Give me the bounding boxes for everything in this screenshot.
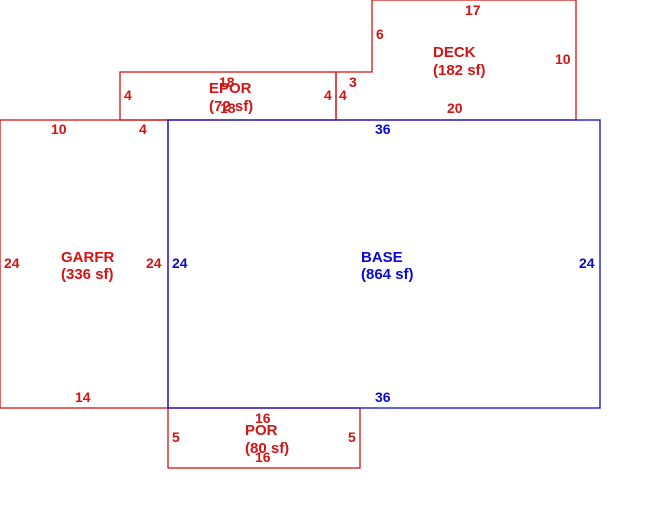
- por-area: (80 sf): [245, 440, 289, 457]
- deck-name: DECK: [433, 44, 476, 61]
- garfr-dim-top-right: 4: [139, 121, 147, 137]
- garfr-dim-left: 24: [4, 255, 20, 271]
- deck-dim-right: 10: [555, 51, 571, 67]
- deck-dim-4: 4: [339, 87, 347, 103]
- garfr-area: (336 sf): [61, 266, 114, 283]
- base-name: BASE: [361, 249, 403, 266]
- epor-dim-right: 4: [324, 87, 332, 103]
- base-outline: [167, 119, 601, 409]
- epor-dim-bottom: 18: [220, 100, 236, 116]
- deck-area: (182 sf): [433, 62, 486, 79]
- garfr-dim-bottom: 14: [75, 389, 91, 405]
- por-name: POR: [245, 422, 278, 439]
- epor-area: (72 sf): [209, 98, 253, 115]
- por-dim-top: 16: [255, 410, 271, 426]
- base-dim-right: 24: [579, 255, 595, 271]
- base-area: (864 sf): [361, 266, 414, 283]
- base-dim-bottom: 36: [375, 389, 391, 405]
- base-dim-left: 24: [172, 255, 188, 271]
- deck-dim-left-upper: 6: [376, 26, 384, 42]
- garfr-dim-right: 24: [146, 255, 162, 271]
- epor-dim-top: 18: [219, 74, 235, 90]
- epor-name: EPOR: [209, 80, 252, 97]
- garfr-dim-top-left: 10: [51, 121, 67, 137]
- epor-dim-left: 4: [124, 87, 132, 103]
- base-dim-top: 36: [375, 121, 391, 137]
- por-dim-right: 5: [348, 429, 356, 445]
- por-dim-left: 5: [172, 429, 180, 445]
- deck-dim-top: 17: [465, 2, 481, 18]
- deck-dim-left-lower: 3: [349, 74, 357, 90]
- por-dim-bottom: 16: [255, 449, 271, 465]
- garfr-name: GARFR: [61, 249, 114, 266]
- deck-dim-bottom: 20: [447, 100, 463, 116]
